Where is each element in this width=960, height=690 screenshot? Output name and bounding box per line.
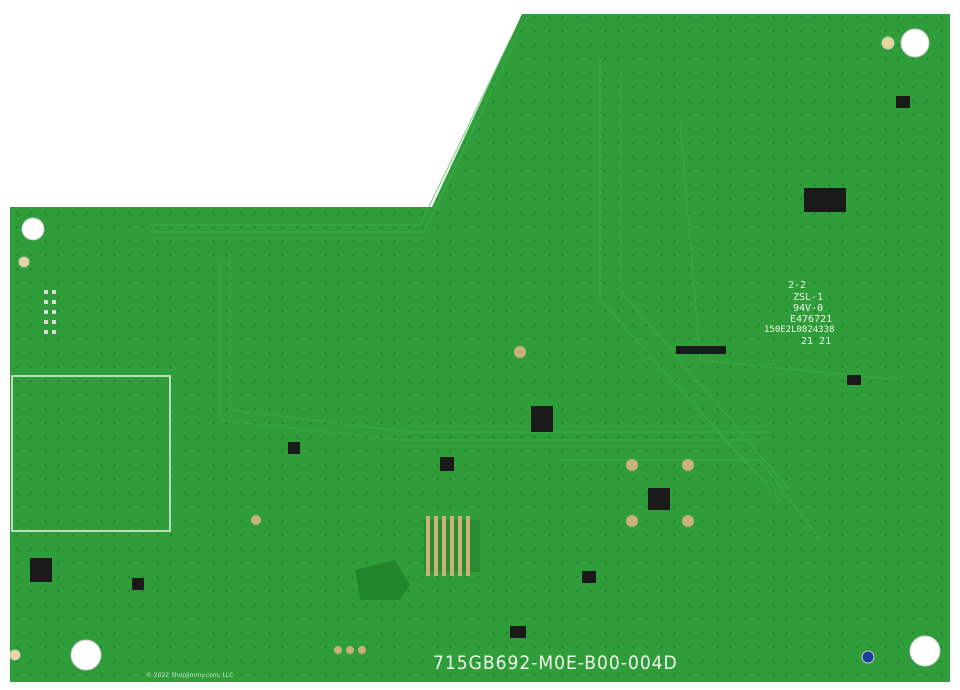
marking-1: 2-2 bbox=[788, 280, 807, 291]
marking-6: 21 21 bbox=[801, 336, 832, 347]
components bbox=[30, 96, 910, 638]
marking-3: 94V-0 bbox=[793, 303, 824, 314]
traces bbox=[150, 39, 901, 541]
part-number: 715GB692-M0E-B00-004D bbox=[433, 652, 678, 674]
marking-5: 150E2L0824338 bbox=[764, 325, 835, 335]
pcb-texture bbox=[10, 14, 950, 682]
copyright-notice: © 2022 ShopJimmy.com, LLC bbox=[146, 672, 234, 679]
marking-2: ZSL-1 bbox=[793, 292, 824, 303]
outlined-region bbox=[11, 375, 171, 532]
mounting-holes bbox=[9, 28, 941, 671]
header-pins bbox=[44, 290, 56, 334]
marking-4: E476721 bbox=[790, 314, 833, 325]
shield-pad bbox=[355, 560, 410, 600]
pads bbox=[251, 346, 694, 654]
